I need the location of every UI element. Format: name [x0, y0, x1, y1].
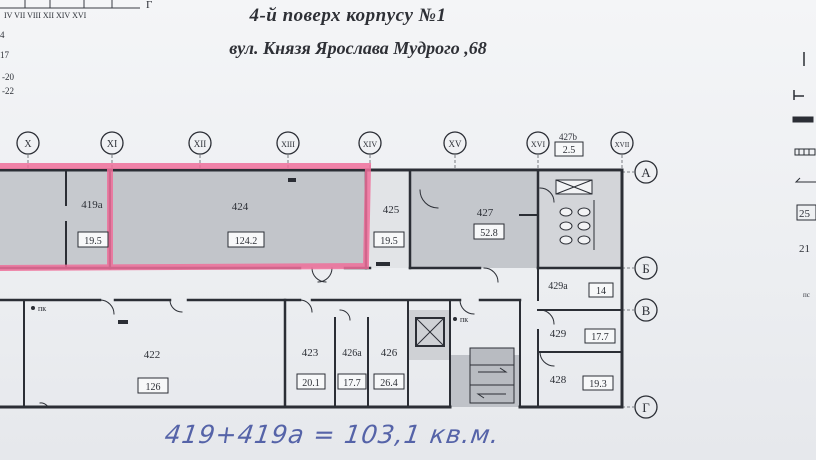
right-legend-fragment: [792, 52, 816, 221]
room-427-number: 427: [477, 207, 494, 219]
handwritten-area-note: 419+419а = 103,1 кв.м.: [162, 420, 502, 449]
axis-row-v-label: В: [642, 303, 651, 318]
axis-column-xiv-label: XIV: [363, 140, 377, 149]
right-legend-labels: 25 21 пс: [799, 208, 811, 299]
axis-row-b-label: Б: [642, 261, 649, 276]
legend-fragment: IV VII VIII XII XIV XVI Г 4 17 -20 -22: [0, 0, 152, 96]
legend-n4: 4: [0, 30, 5, 40]
axis-column-x: X: [16, 131, 40, 155]
axis-column-x-label: X: [24, 139, 32, 150]
room-429a-area: 14: [596, 286, 606, 297]
room-428-area: 19.3: [589, 379, 607, 390]
room-426-number: 426: [381, 347, 398, 359]
axis-row-g: Г: [634, 395, 658, 419]
small-marks: [31, 178, 457, 324]
legend-axis-row: IV VII VIII XII XIV XVI: [4, 11, 87, 20]
room-429-number: 429: [550, 328, 567, 340]
axis-column-xvii: XVII: [610, 131, 634, 155]
axis-column-xv-label: XV: [449, 139, 462, 149]
row-axis-markers: А Б В Г: [634, 160, 658, 419]
right-legend-25: 25: [799, 208, 811, 220]
axis-row-b: Б: [634, 256, 658, 280]
room-427b-area: 2.5: [563, 145, 576, 156]
legend-n17: 17: [0, 50, 10, 60]
axis-row-g-label: Г: [642, 400, 650, 415]
axis-column-xiii-label: XIII: [281, 140, 295, 149]
room-425-area: 19.5: [380, 236, 398, 247]
room-423-number: 423: [302, 347, 319, 359]
room-422-area: 126: [146, 382, 161, 393]
room-423-area: 20.1: [302, 378, 320, 389]
axis-column-xi: XI: [100, 131, 124, 155]
axis-row-a: А: [634, 160, 658, 184]
legend-n22: -22: [2, 86, 14, 96]
axis-column-xiv: XIV: [358, 131, 382, 155]
room-428-number: 428: [550, 374, 567, 386]
axis-column-xvi: XVI: [526, 131, 550, 155]
right-legend-ps: пс: [803, 291, 810, 299]
axis-row-a-label: А: [641, 165, 651, 180]
room-fills: [0, 170, 622, 407]
elevator-shaft: [415, 317, 445, 347]
stairwell: [469, 347, 515, 404]
hydrant-markers: пк пк: [38, 304, 468, 324]
legend-corner: Г: [146, 0, 152, 11]
axis-column-xii-label: XII: [194, 139, 207, 149]
room-numbers: 419а 424 425 427 427b 429а 429 428 422 4…: [81, 132, 577, 386]
axis-column-xii: XII: [188, 131, 212, 155]
room-area-values: 19.5 124.2 19.5 52.8 2.5 14 17.7 19.3 12…: [84, 145, 609, 393]
room-424-area: 124.2: [235, 236, 258, 247]
axis-column-xvi-label: XVI: [531, 140, 546, 149]
room-427b-number: 427b: [559, 132, 578, 142]
room-425-number: 425: [383, 204, 400, 216]
plan-title: 4-й поверх корпусу №1: [249, 5, 447, 26]
room-419a-area: 19.5: [84, 236, 102, 247]
room-429a-number: 429а: [548, 281, 568, 292]
room-422-number: 422: [144, 349, 161, 361]
room-424-number: 424: [232, 201, 249, 213]
room-427-area: 52.8: [480, 228, 498, 239]
axis-column-xvii-label: XVII: [615, 141, 630, 149]
axis-row-v: В: [634, 298, 658, 322]
room-426-area: 26.4: [380, 378, 398, 389]
axis-column-xiii: XIII: [276, 131, 300, 155]
highlight-outline: [0, 163, 372, 271]
pk-marker-right: пк: [460, 315, 468, 324]
column-axis-markers: X XI XII XIII XIV XV XVI XVII: [16, 131, 634, 155]
legend-n20: -20: [2, 72, 14, 82]
room-426a-number: 426а: [342, 348, 362, 359]
pk-marker-left: пк: [38, 304, 46, 313]
room-426a-area: 17.7: [343, 378, 361, 389]
right-legend-21: 21: [799, 243, 810, 255]
plan-address: вул. Князя Ярослава Мудрого ,68: [229, 38, 487, 58]
axis-column-xi-label: XI: [107, 139, 118, 150]
axis-column-xv: XV: [443, 131, 467, 155]
wc-fixtures: [555, 179, 595, 250]
room-areas: [77, 141, 616, 394]
room-419a-number: 419а: [81, 199, 103, 211]
room-429-area: 17.7: [591, 332, 609, 343]
